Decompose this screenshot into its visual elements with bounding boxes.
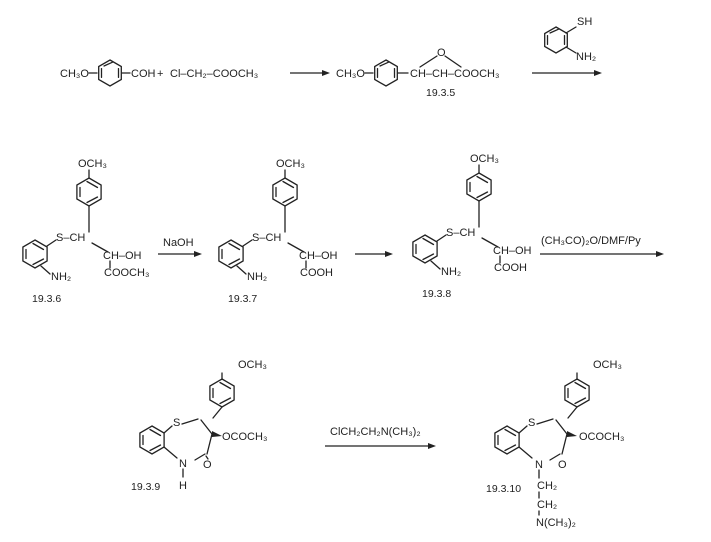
acid-label: COOH (494, 262, 527, 274)
methoxy-label: OCH₃ (593, 359, 622, 371)
acetoxy-label: OCOCH₃ (222, 431, 267, 443)
epoxide-chain: CH–CH–COOCH₃ (410, 68, 499, 80)
compound-19-3-7: OCH₃ S–CH NH₂ CH–OH COOH 19.3.7 (218, 158, 338, 305)
amine-label: NH₂ (576, 51, 596, 63)
arrow-row2-a: NaOH (158, 237, 202, 257)
methoxy-label: OCH₃ (470, 153, 499, 165)
compound-19-3-6: OCH₃ S–CH NH₂ CH–OH COOCH₃ 19.3.6 (22, 158, 149, 305)
hydroxyl-label: CH–OH (493, 245, 532, 257)
arrow-row1-b (532, 70, 602, 76)
acetoxy-label: OCOCH₃ (579, 431, 624, 443)
amine-label: NH₂ (51, 271, 71, 283)
hydroxyl-label: CH–OH (299, 250, 338, 262)
thioether-label: S–CH (252, 232, 281, 244)
arrow-row2-c: (CH₃CO)₂O/DMF/Py (540, 235, 664, 257)
epoxide-oxygen: O (437, 47, 446, 59)
sulfur-label: S (173, 417, 180, 429)
dimethylamino-label: N(CH₃)₂ (536, 517, 576, 529)
amide-nitrogen: N (535, 459, 543, 471)
compound-label: 19.3.9 (131, 481, 160, 493)
compound-label: 19.3.7 (228, 293, 257, 305)
reactant-anisaldehyde: CH₃O COH (60, 59, 156, 87)
compound-19-3-8: OCH₃ S–CH NH₂ CH–OH COOH 19.3.8 (412, 153, 532, 300)
hydroxyl-label: CH–OH (103, 250, 142, 262)
thioether-label: S–CH (56, 232, 85, 244)
methoxy-label: OCH₃ (238, 359, 267, 371)
compound-19-3-5: CH₃O CH–CH–COOCH₃ O 19.3.5 (336, 47, 499, 99)
compound-label: 19.3.5 (426, 87, 455, 99)
arrow-reagent: NaOH (163, 237, 194, 249)
methylene-label: CH₂ (537, 480, 557, 492)
thioether-label: S–CH (446, 227, 475, 239)
arrow-reagent: ClCH₂CH₂N(CH₃)₂ (330, 426, 421, 438)
compound-19-3-9: OCH₃ S OCOCH₃ O N H 19.3.9 (131, 359, 267, 493)
compound-19-3-10: OCH₃ S OCOCH₃ O N CH₂ CH₂ N(CH₃)₂ 19.3.1… (486, 359, 624, 529)
amide-nitrogen: N (179, 458, 187, 470)
reagent-aminothiophenol: SH NH₂ (544, 16, 596, 63)
methoxy-label: OCH₃ (276, 158, 305, 170)
ester-label: COOCH₃ (104, 267, 149, 279)
aldehyde-label: COH (131, 68, 156, 80)
compound-label: 19.3.6 (32, 293, 61, 305)
methoxy-label: CH₃O (336, 68, 365, 80)
arrow-row3: ClCH₂CH₂N(CH₃)₂ (325, 426, 436, 449)
methylene-label: CH₂ (537, 499, 557, 511)
arrow-reagent: (CH₃CO)₂O/DMF/Py (541, 235, 641, 247)
amine-label: NH₂ (247, 271, 267, 283)
arrow-row1-a (290, 70, 330, 76)
methoxy-label: CH₃O (60, 68, 89, 80)
acid-label: COOH (300, 267, 333, 279)
reactant-chloroacetate: Cl–CH₂–COOCH₃ (170, 68, 258, 80)
carbonyl-oxygen: O (203, 459, 212, 471)
arrow-row2-b (355, 251, 393, 257)
thiol-label: SH (577, 16, 592, 28)
compound-label: 19.3.10 (486, 483, 521, 495)
plus-sign: + (157, 68, 163, 80)
methoxy-label: OCH₃ (78, 158, 107, 170)
amine-label: NH₂ (441, 266, 461, 278)
compound-label: 19.3.8 (422, 288, 451, 300)
carbonyl-oxygen: O (558, 459, 567, 471)
amide-hydrogen: H (179, 480, 187, 492)
sulfur-label: S (528, 417, 535, 429)
